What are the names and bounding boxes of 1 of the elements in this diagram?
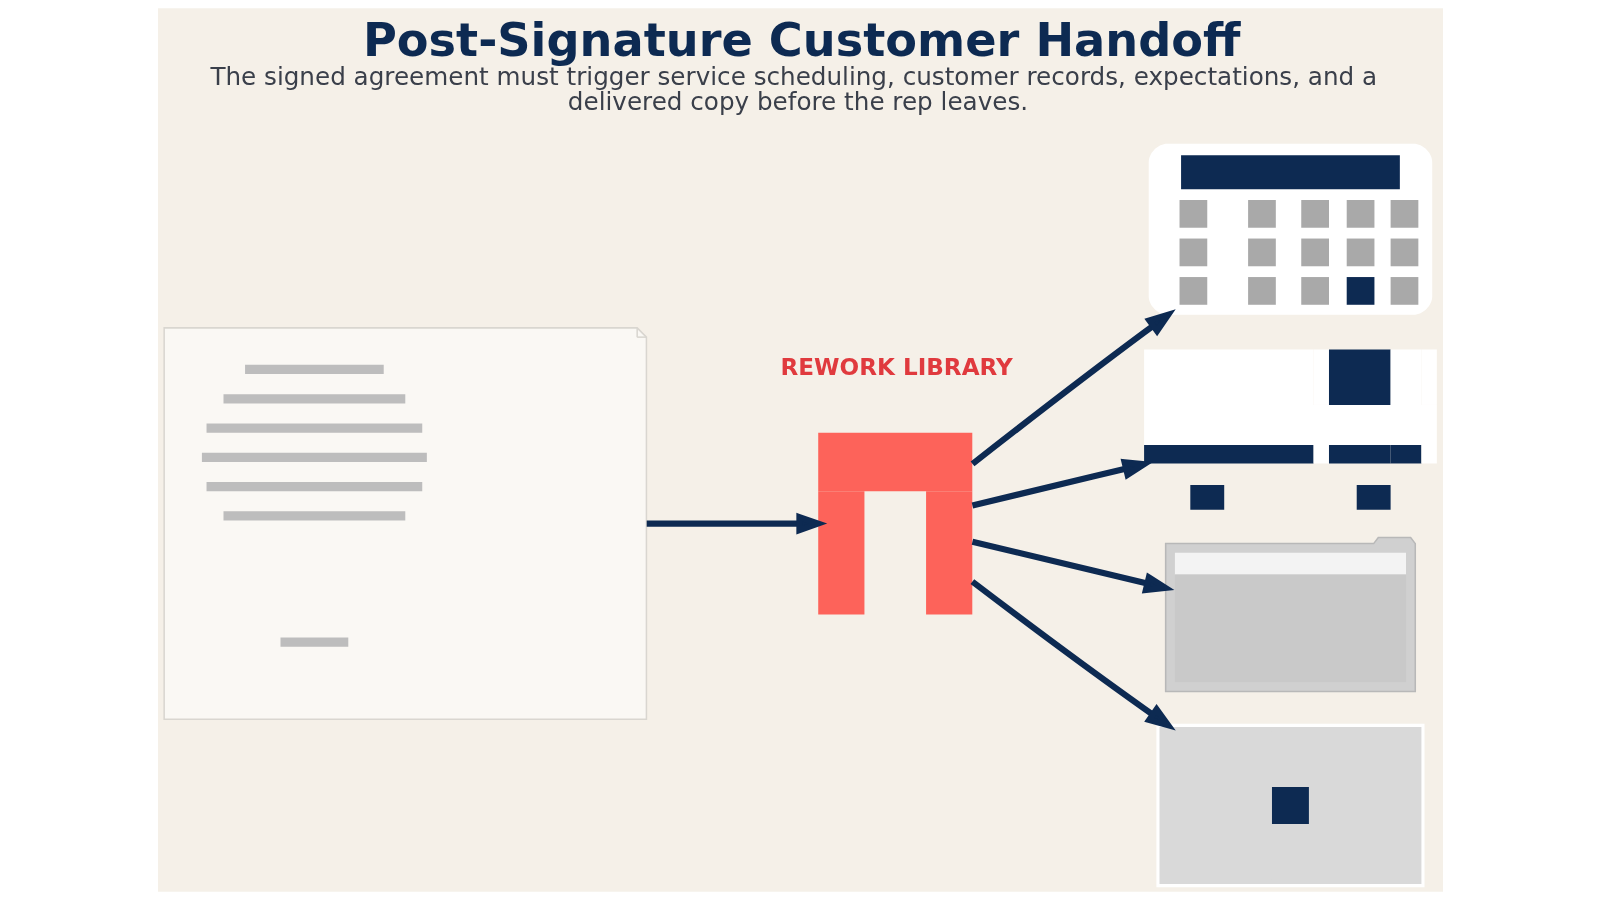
label: REWORK LIBRARY bbox=[779, 353, 1013, 380]
